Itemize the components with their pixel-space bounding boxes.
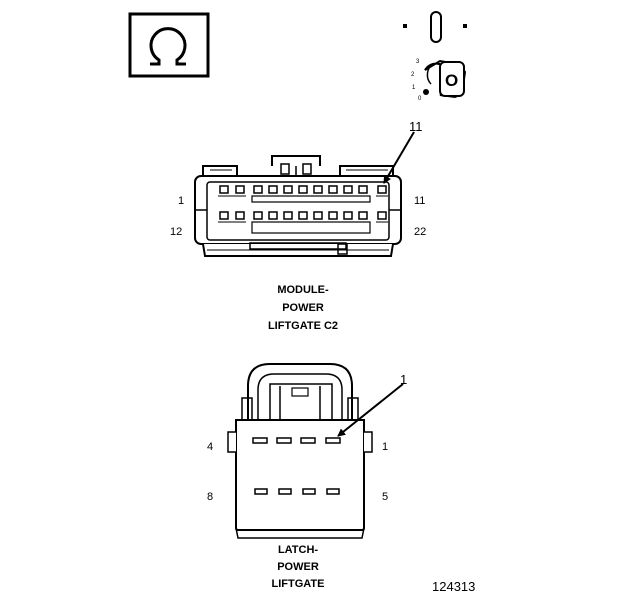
latch-callout-arrow — [337, 383, 404, 437]
module-pin-label-11: 11 — [414, 195, 425, 207]
latch-pin-label-4: 4 — [207, 441, 213, 453]
latch-label-line-2: POWER — [277, 561, 319, 573]
module-callout-label: 11 — [409, 119, 423, 134]
latch-pin-row-2 — [254, 488, 340, 495]
ignition-pos-0: 0 — [418, 96, 422, 102]
latch-pin-label-8: 8 — [207, 491, 213, 503]
module-pin-label-1: 1 — [178, 195, 184, 207]
module-label-line-3: LIFTGATE C2 — [268, 320, 338, 332]
module-callout-arrow — [383, 131, 415, 184]
latch-pin-label-5: 5 — [382, 491, 388, 503]
latch-label-line-1: LATCH- — [278, 544, 318, 556]
ignition-pos-3: 3 — [416, 59, 420, 65]
module-pin-row-1 — [218, 185, 388, 203]
ignition-pos-2: 2 — [411, 72, 415, 78]
module-connector — [194, 131, 415, 257]
module-pin-label-12: 12 — [170, 226, 182, 238]
latch-callout-label: 1 — [400, 372, 407, 387]
ohmmeter-icon: Ω — [128, 12, 210, 78]
module-label-line-2: POWER — [282, 302, 324, 314]
ignition-pos-1: 1 — [412, 85, 416, 91]
latch-pin-row-1 — [252, 437, 341, 444]
module-label-line-1: MODULE- — [277, 284, 329, 296]
latch-label-line-3: LIFTGATE — [272, 578, 325, 590]
latch-pin-label-1: 1 — [382, 441, 388, 453]
ignition-off-icon: O 3 2 1 0 — [403, 11, 467, 102]
key-glyph: O — [445, 71, 458, 90]
module-pin-row-2 — [218, 211, 388, 234]
figure-number: 124313 — [432, 579, 475, 594]
module-pin-label-22: 22 — [414, 226, 426, 238]
latch-connector — [227, 363, 404, 539]
